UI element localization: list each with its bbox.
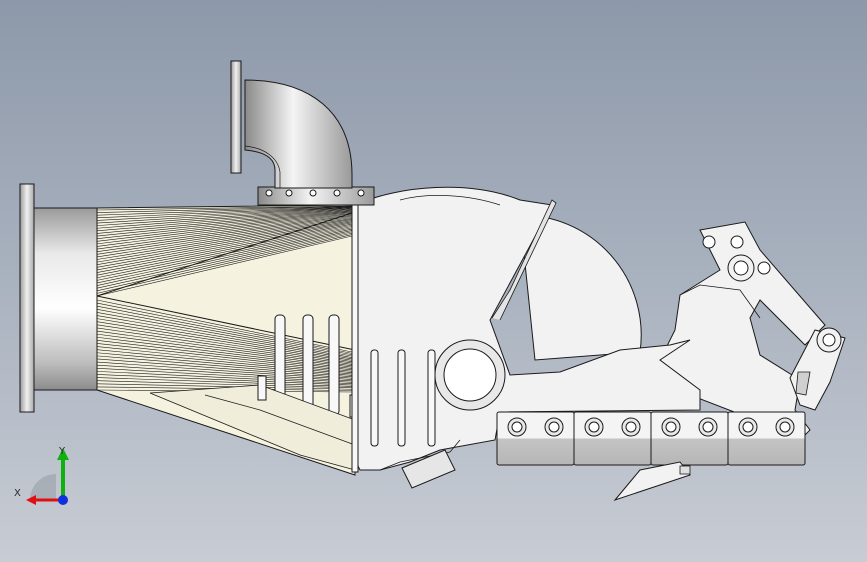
elbow-pipe[interactable] (244, 79, 353, 189)
screen-wire (96, 223, 353, 273)
screen-wire (96, 220, 353, 266)
rotor-disc[interactable] (519, 214, 642, 361)
screen-wire (96, 234, 353, 294)
screen-wire (96, 207, 353, 224)
screen-wire (96, 208, 353, 229)
screen-wire (96, 206, 353, 219)
inlet-flange[interactable] (19, 183, 35, 413)
x-axis-label: X (14, 488, 21, 499)
screen-wire (96, 230, 353, 286)
screen-wire (96, 224, 353, 276)
bolt-hole (625, 421, 637, 433)
screen-wire (96, 235, 353, 297)
z-axis-dot (58, 495, 68, 505)
cutter-block[interactable] (496, 411, 575, 466)
screen-wire (96, 209, 353, 234)
screen-wire (96, 214, 353, 250)
screen-wire (96, 218, 353, 260)
bolt-hole (548, 421, 560, 433)
screen-wire (96, 210, 353, 237)
cutter-block[interactable] (650, 411, 729, 466)
screen-wire (96, 217, 353, 258)
screen-wire (96, 207, 353, 226)
screen-wire (96, 211, 353, 242)
y-axis-label: Y (58, 446, 66, 457)
cutter-block[interactable] (727, 411, 806, 466)
cutter-block[interactable] (573, 411, 652, 466)
pivot-pins[interactable] (702, 235, 842, 353)
screen-wire (96, 226, 353, 279)
screen-wire (96, 228, 353, 284)
bolt-hole (779, 421, 791, 433)
screen-wire (96, 212, 353, 245)
screen-wire (96, 215, 353, 252)
screen-wire (96, 216, 353, 255)
inlet-pipe[interactable] (32, 207, 104, 391)
screen-wire (96, 221, 353, 268)
screen-wire (96, 206, 353, 216)
screen-wire (96, 213, 353, 247)
screen-wire (96, 205, 353, 211)
cutter-bar-blocks[interactable] (496, 411, 806, 466)
bolt-hole (742, 421, 754, 433)
elbow-flange[interactable] (230, 60, 242, 174)
bolt-hole (588, 421, 600, 433)
orientation-triad: Y X (14, 446, 69, 505)
drive-pulley[interactable] (434, 339, 506, 411)
screen-wire (96, 205, 353, 213)
support-arm[interactable] (659, 221, 826, 441)
screen-wire (96, 206, 353, 221)
bolt-hole (702, 421, 714, 433)
screen-wire (96, 208, 353, 232)
screen-wire (96, 222, 353, 271)
screen-wire (96, 231, 353, 289)
screen-wire (96, 232, 353, 292)
mounting-flange[interactable] (257, 186, 375, 206)
blade-tip[interactable] (613, 461, 691, 502)
bolt-hole (665, 421, 677, 433)
bolt-hole (511, 421, 523, 433)
housing-body[interactable] (299, 186, 701, 489)
screen-wire (96, 210, 353, 239)
conical-screen[interactable] (96, 199, 359, 476)
